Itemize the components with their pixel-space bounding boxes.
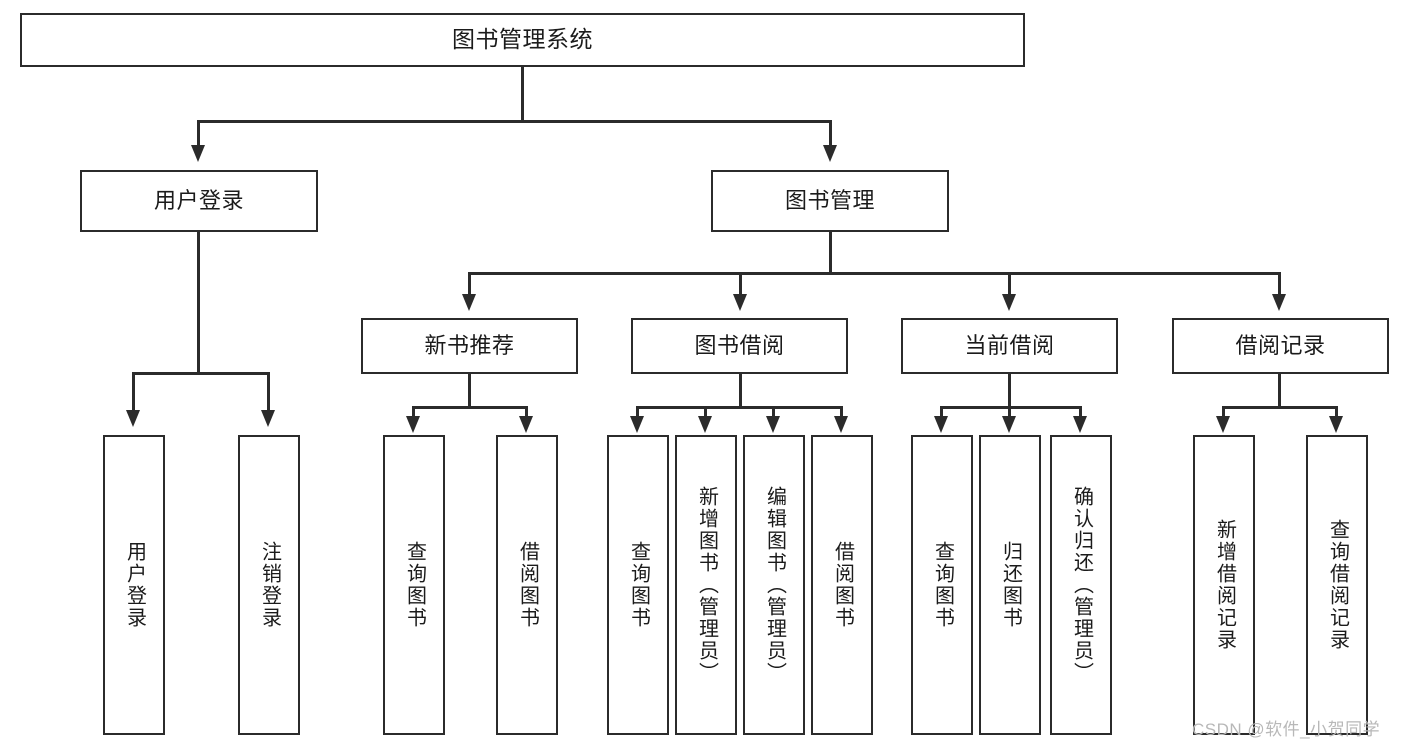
watermark-text: CSDN @软件_小贺同学 [1192, 720, 1381, 739]
leaf-query-borrow-record[interactable]: 查询借阅记录 [1306, 435, 1368, 735]
leaf-add-borrow-record[interactable]: 新增借阅记录 [1193, 435, 1255, 735]
leaf-label: 编辑图书（管理员） [763, 486, 786, 684]
arrow-book-borrow-leaf-2 [698, 416, 712, 433]
arrow-book-borrow-leaf-4 [834, 416, 848, 433]
connector-current-borrow-drop-1 [940, 406, 943, 418]
leaf-label: 新增借阅记录 [1213, 519, 1236, 651]
arrow-borrow-record-leaf-2 [1329, 416, 1343, 433]
arrow-to-borrow-record [1272, 294, 1286, 311]
leaf-label: 归还图书 [999, 541, 1022, 629]
arrow-book-borrow-leaf-3 [766, 416, 780, 433]
connector-to-new-book-recommend [468, 272, 471, 296]
arrow-root-to-book-management [823, 145, 837, 162]
arrow-to-book-borrow [733, 294, 747, 311]
connector-borrow-record-drop-1 [1222, 406, 1225, 418]
arrow-borrow-record-leaf-1 [1216, 416, 1230, 433]
arrow-current-borrow-leaf-1 [934, 416, 948, 433]
arrow-user-login-leaf-2 [261, 410, 275, 427]
connector-user-login-bus [132, 372, 269, 375]
node-label: 图书借阅 [694, 332, 785, 358]
leaf-query-books-borrow[interactable]: 查询图书 [607, 435, 669, 735]
leaf-label: 新增图书（管理员） [695, 486, 718, 684]
node-label: 图书管理系统 [452, 26, 593, 53]
node-new-book-recommend[interactable]: 新书推荐 [361, 318, 578, 374]
leaf-label: 确认归还（管理员） [1070, 486, 1093, 684]
node-book-borrow[interactable]: 图书借阅 [631, 318, 848, 374]
leaf-label: 注销登录 [258, 541, 281, 629]
connector-user-login-left-drop [132, 372, 135, 412]
connector-borrow-record-drop-2 [1335, 406, 1338, 418]
connector-book-borrow-drop-2 [704, 406, 707, 418]
connector-root-to-book-management [829, 120, 832, 147]
arrow-root-to-user-login [191, 145, 205, 162]
node-label: 新书推荐 [424, 332, 515, 358]
arrow-to-new-book-recommend [462, 294, 476, 311]
connector-new-book-recommend-drop-1 [412, 406, 415, 418]
node-label: 图书管理 [784, 187, 875, 213]
node-label: 借阅记录 [1235, 332, 1326, 358]
connector-user-login-stem [197, 232, 200, 374]
arrow-new-book-recommend-leaf-2 [519, 416, 533, 433]
connector-current-borrow-drop-3 [1079, 406, 1082, 418]
arrow-book-borrow-leaf-1 [630, 416, 644, 433]
connector-level3-bus [468, 272, 1280, 275]
connector-borrow-record-bus [1222, 406, 1338, 409]
arrow-current-borrow-leaf-3 [1073, 416, 1087, 433]
connector-root-stem [521, 67, 524, 122]
connector-borrow-record-stem [1278, 374, 1281, 408]
connector-book-borrow-stem [739, 374, 742, 408]
arrow-new-book-recommend-leaf-1 [406, 416, 420, 433]
leaf-label: 查询图书 [931, 541, 954, 629]
leaf-edit-book-admin[interactable]: 编辑图书（管理员） [743, 435, 805, 735]
arrow-user-login-leaf-1 [126, 410, 140, 427]
connector-book-borrow-drop-1 [636, 406, 639, 418]
leaf-label: 借阅图书 [831, 541, 854, 629]
leaf-add-book-admin[interactable]: 新增图书（管理员） [675, 435, 737, 735]
node-user-login[interactable]: 用户登录 [80, 170, 318, 232]
node-book-management-system[interactable]: 图书管理系统 [20, 13, 1025, 67]
leaf-label: 用户登录 [123, 541, 146, 629]
connector-to-book-borrow [739, 272, 742, 296]
connector-book-borrow-bus [636, 406, 843, 409]
connector-user-login-right-drop [267, 372, 270, 412]
connector-new-book-recommend-drop-2 [525, 406, 528, 418]
leaf-query-books-current[interactable]: 查询图书 [911, 435, 973, 735]
connector-to-current-borrow [1008, 272, 1011, 296]
connector-root-to-user-login [197, 120, 200, 147]
leaf-label: 查询借阅记录 [1326, 519, 1349, 651]
leaf-borrow-books-recommend[interactable]: 借阅图书 [496, 435, 558, 735]
arrow-to-current-borrow [1002, 294, 1016, 311]
node-current-borrow[interactable]: 当前借阅 [901, 318, 1118, 374]
arrow-current-borrow-leaf-2 [1002, 416, 1016, 433]
node-borrow-record[interactable]: 借阅记录 [1172, 318, 1389, 374]
connector-book-borrow-drop-4 [840, 406, 843, 418]
connector-new-book-recommend-bus [412, 406, 528, 409]
connector-current-borrow-drop-2 [1008, 406, 1011, 418]
leaf-label: 借阅图书 [516, 541, 539, 629]
connector-new-book-recommend-stem [468, 374, 471, 408]
connector-current-borrow-bus [940, 406, 1082, 409]
leaf-label: 查询图书 [403, 541, 426, 629]
connector-root-bus [197, 120, 831, 123]
connector-to-borrow-record [1278, 272, 1281, 296]
node-label: 用户登录 [153, 187, 244, 213]
leaf-logout[interactable]: 注销登录 [238, 435, 300, 735]
connector-current-borrow-stem [1008, 374, 1011, 408]
connector-book-borrow-drop-3 [772, 406, 775, 418]
leaf-return-books[interactable]: 归还图书 [979, 435, 1041, 735]
leaf-confirm-return-admin[interactable]: 确认归还（管理员） [1050, 435, 1112, 735]
leaf-borrow-books[interactable]: 借阅图书 [811, 435, 873, 735]
leaf-label: 查询图书 [627, 541, 650, 629]
node-book-management[interactable]: 图书管理 [711, 170, 949, 232]
node-label: 当前借阅 [964, 332, 1055, 358]
leaf-user-login[interactable]: 用户登录 [103, 435, 165, 735]
leaf-query-books-recommend[interactable]: 查询图书 [383, 435, 445, 735]
connector-book-management-stem [829, 232, 832, 274]
